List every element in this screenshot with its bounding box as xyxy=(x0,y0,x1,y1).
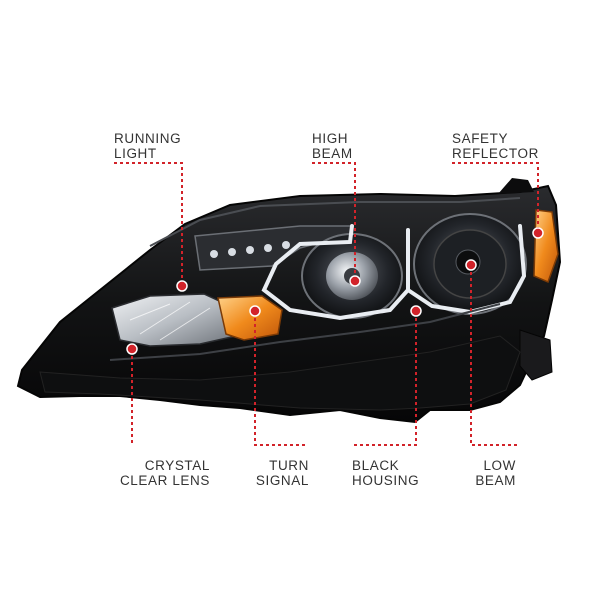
crystal-clear-lens-label: CRYSTAL CLEAR LENS xyxy=(120,458,210,488)
safety-reflector-line1: SAFETY xyxy=(452,131,509,146)
lens-facets xyxy=(129,301,211,341)
high-beam-line2: BEAM xyxy=(312,146,353,161)
turn-signal-line2: SIGNAL xyxy=(255,473,309,488)
low-beam-line2: BEAM xyxy=(475,473,516,488)
headlight-assembly xyxy=(16,178,562,424)
side-bracket xyxy=(519,329,553,381)
lower-housing xyxy=(39,335,521,411)
black-housing-line1: BLACK xyxy=(352,458,400,473)
turn-signal-dot xyxy=(249,305,261,317)
turn-signal-lens xyxy=(217,295,283,341)
led-dots xyxy=(210,241,290,258)
crystal-clear-lens-line2: CLEAR LENS xyxy=(119,473,210,488)
high-beam-dot xyxy=(349,275,361,287)
callout-dots xyxy=(126,227,544,355)
turn-signal-line1: TURN xyxy=(269,458,309,473)
black-housing-label: BLACK HOUSING xyxy=(352,458,419,488)
black-housing-dot xyxy=(410,305,422,317)
crystal-clear-lens-line1: CRYSTAL xyxy=(144,458,210,473)
safety-reflector-label: SAFETY REFLECTOR xyxy=(452,131,539,161)
chrome-trim xyxy=(109,303,501,361)
running-light-line1: RUNNING xyxy=(114,131,182,146)
running-light-leader xyxy=(114,162,183,285)
callout-leaders xyxy=(114,162,539,446)
mounting-tab xyxy=(498,178,534,194)
low-beam-leader xyxy=(470,266,520,446)
low-beam-dot xyxy=(465,259,477,271)
high-beam-label: HIGH BEAM xyxy=(312,131,353,161)
high-beam-projector xyxy=(301,233,403,319)
housing-highlight xyxy=(149,197,521,247)
turn-signal-label: TURN SIGNAL xyxy=(256,458,309,488)
high-beam-leader xyxy=(312,162,356,280)
crystal-lens-dot xyxy=(126,343,138,355)
black-housing-leader xyxy=(352,312,417,446)
running-light-label: RUNNING LIGHT xyxy=(114,131,181,161)
running-light-dot xyxy=(176,280,188,292)
safety-reflector-leader xyxy=(452,162,539,232)
high-beam-line1: HIGH xyxy=(312,131,349,146)
low-beam-line1: LOW xyxy=(483,458,516,473)
running-light-line2: LIGHT xyxy=(114,146,157,161)
black-housing-line2: HOUSING xyxy=(352,473,420,488)
light-bar-1 xyxy=(261,224,410,321)
safety-reflector-dot xyxy=(532,227,544,239)
safety-reflector-line2: REFLECTOR xyxy=(452,146,539,161)
low-beam-label: LOW BEAM xyxy=(475,458,516,488)
turn-signal-leader xyxy=(254,312,308,446)
